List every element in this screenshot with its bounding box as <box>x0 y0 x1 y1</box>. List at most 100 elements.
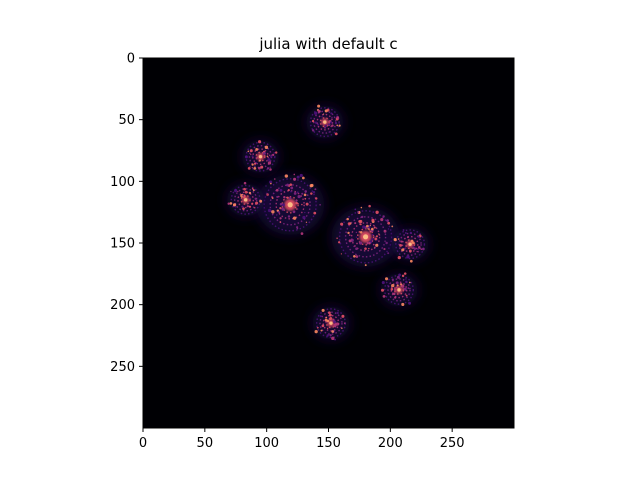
fractal-speck <box>232 203 237 207</box>
fractal-speck <box>287 189 290 192</box>
fractal-speck <box>276 195 279 198</box>
fractal-speck <box>421 247 425 251</box>
fractal-speck <box>255 201 259 205</box>
fractal-speck <box>270 182 272 185</box>
fractal-speck <box>288 185 290 187</box>
fractal-speck <box>403 287 407 291</box>
fractal-speck <box>279 203 283 206</box>
fractal-speck <box>258 159 262 162</box>
fractal-speck <box>366 224 369 228</box>
fractal-speck <box>396 275 400 279</box>
fractal-speck <box>319 315 322 318</box>
fractal-speck <box>366 242 369 245</box>
fractal-speck <box>266 155 269 158</box>
fractal-speck <box>405 278 407 280</box>
x-tick-label: 50 <box>197 436 214 451</box>
fractal-speck <box>329 334 332 337</box>
fractal-speck <box>249 197 251 200</box>
y-tick-label: 150 <box>110 237 135 252</box>
fractal-speck <box>407 287 410 289</box>
fractal-speck <box>368 204 371 208</box>
fractal-speck <box>281 203 285 207</box>
fractal-speck <box>361 215 364 219</box>
fractal-speck <box>372 243 375 246</box>
y-tick-label: 50 <box>118 113 135 128</box>
fractal-speck <box>359 231 363 234</box>
fractal-speck <box>242 194 244 197</box>
fractal-speck <box>385 241 388 245</box>
fractal-speck <box>262 151 266 155</box>
fractal-speck <box>382 294 386 298</box>
fractal-speck <box>336 237 338 239</box>
fractal-speck <box>404 247 407 249</box>
y-tick-label: 200 <box>110 298 135 313</box>
fractal-speck <box>297 208 299 210</box>
fractal-speck <box>334 132 338 136</box>
fractal-speck <box>267 158 271 162</box>
fractal-speck <box>413 247 417 250</box>
fractal-speck <box>316 123 320 126</box>
fractal-speck <box>303 193 307 197</box>
fractal-speck <box>360 206 363 209</box>
fractal-speck <box>417 246 421 249</box>
fractal-speck <box>255 148 259 151</box>
fractal-speck <box>309 184 313 188</box>
fractal-cluster <box>241 140 280 174</box>
fractal-speck <box>348 234 351 236</box>
fractal-speck <box>243 187 246 191</box>
fractal-speck <box>325 316 328 319</box>
fractal-speck <box>395 281 399 285</box>
fractal-speck <box>355 255 359 258</box>
fractal-speck <box>292 210 296 214</box>
fractal-speck <box>401 284 405 288</box>
fractal-speck <box>368 241 371 244</box>
fractal-speck <box>355 247 358 251</box>
fractal-speck <box>321 115 323 118</box>
fractal-speck <box>400 283 403 286</box>
fractal-speck <box>353 245 355 248</box>
x-tick-label: 100 <box>254 436 279 451</box>
fractal-speck <box>383 229 387 233</box>
fractal-speck <box>244 155 248 159</box>
fractal-speck <box>251 155 254 158</box>
fractal-speck <box>371 218 375 222</box>
fractal-speck <box>259 199 263 203</box>
fractal-speck <box>326 327 329 330</box>
fractal-speck <box>314 111 318 115</box>
fractal-speck <box>314 121 318 124</box>
fractal-speck <box>406 236 409 239</box>
fractal-speck <box>408 249 412 253</box>
fractal-speck <box>230 190 232 193</box>
fractal-speck <box>254 197 257 200</box>
fractal-speck <box>237 190 239 193</box>
fractal-speck <box>373 247 376 249</box>
fractal-speck <box>294 206 297 209</box>
fractal-speck <box>340 253 343 255</box>
fractal-speck <box>397 238 400 240</box>
fractal-speck <box>368 247 370 250</box>
fractal-speck <box>290 190 292 193</box>
fractal-speck <box>304 211 306 214</box>
fractal-speck <box>328 311 331 315</box>
y-tick-label: 250 <box>110 360 135 375</box>
fractal-speck <box>290 186 294 190</box>
fractal-speck <box>269 180 273 184</box>
fractal-speck <box>313 211 317 215</box>
fractal-speck <box>293 173 296 176</box>
fractal-cluster <box>226 181 265 217</box>
fractal-speck <box>380 218 384 222</box>
fractal-speck <box>244 190 248 194</box>
fractal-speck <box>387 284 389 287</box>
fractal-speck <box>343 322 346 324</box>
fractal-cluster <box>331 204 400 267</box>
fractal-speck <box>354 222 357 225</box>
fractal-speck <box>295 201 298 205</box>
fractal-speck <box>275 214 278 216</box>
fractal-speck <box>387 221 391 225</box>
fractal-speck <box>386 219 389 222</box>
fractal-speck <box>324 109 328 113</box>
fractal-speck <box>279 206 282 210</box>
fractal-speck <box>359 219 363 224</box>
fractal-speck <box>241 205 244 208</box>
fractal-speck <box>416 250 418 253</box>
